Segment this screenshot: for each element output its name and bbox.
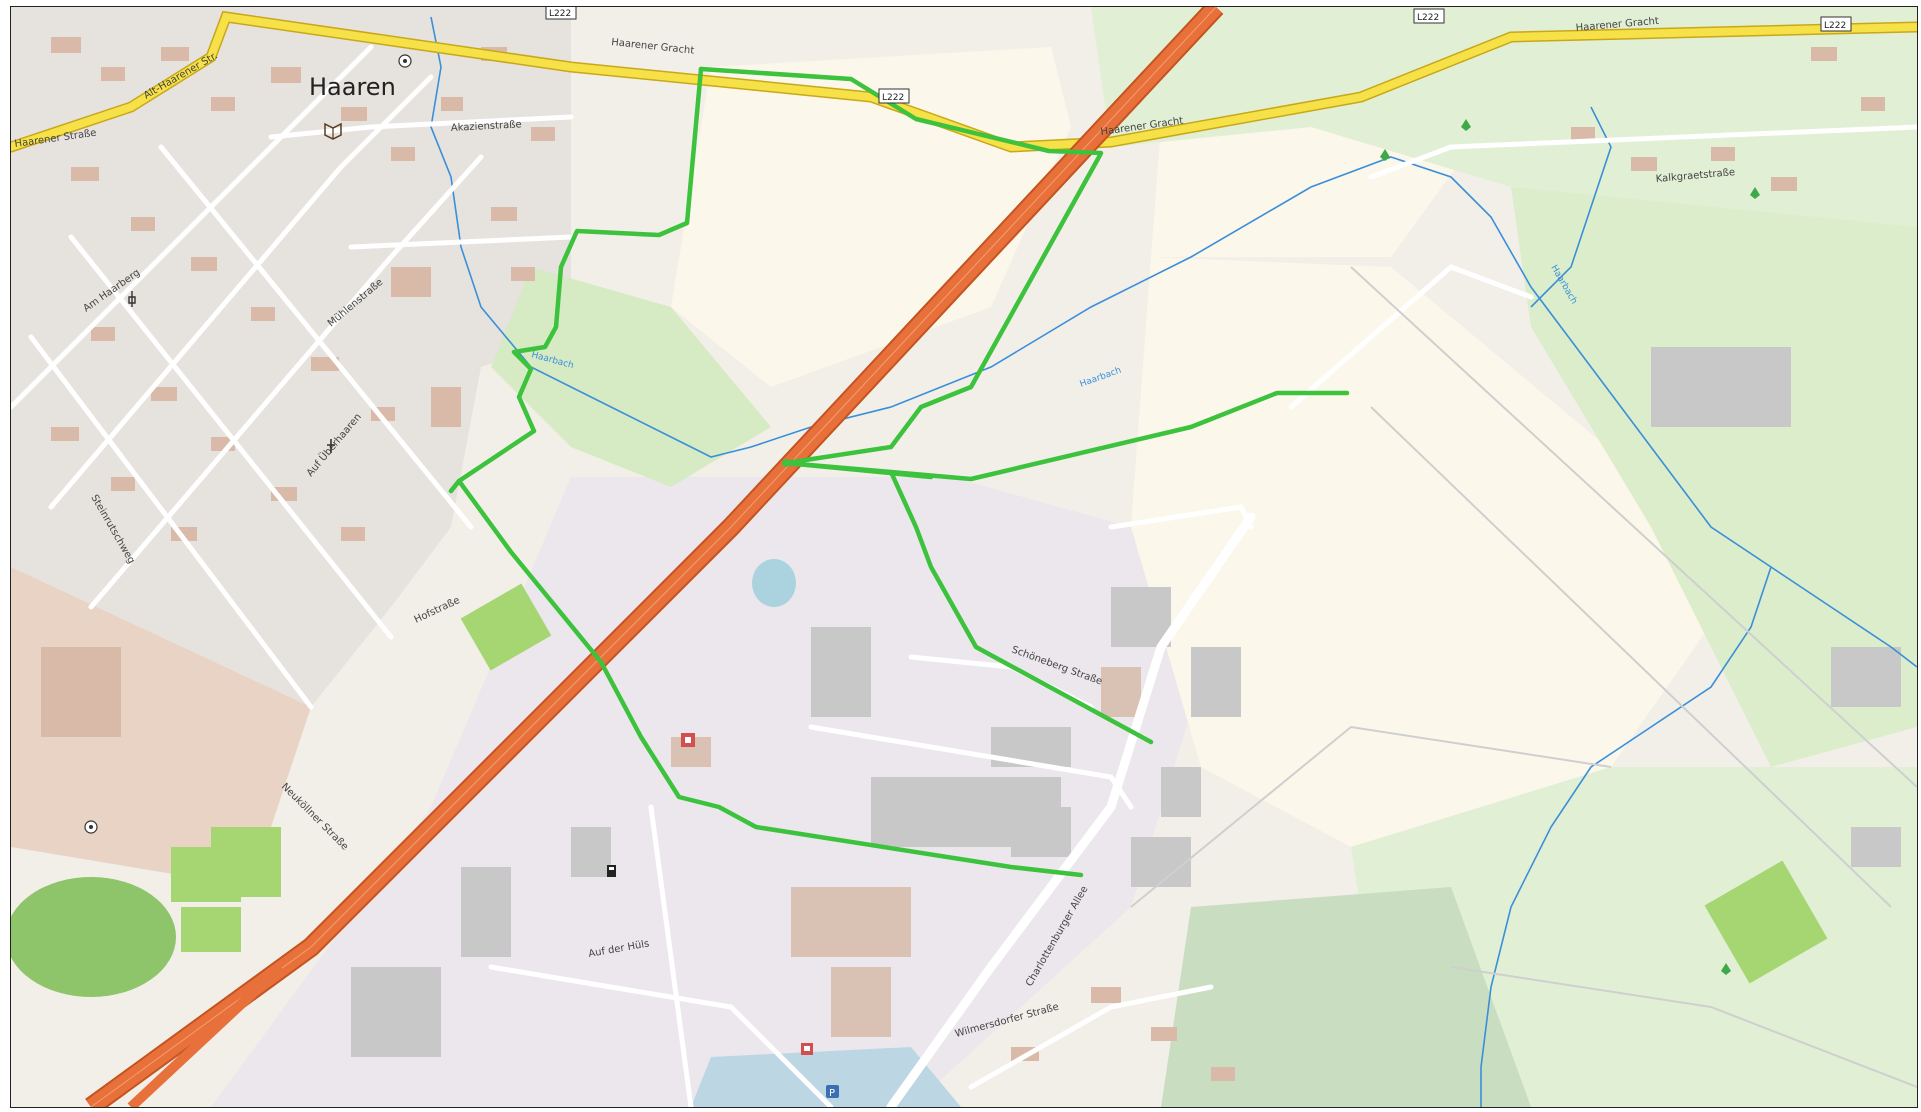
residential-buildings <box>41 37 1885 1081</box>
svg-text:L222: L222 <box>1417 13 1439 23</box>
residential-area-haaren <box>11 7 571 707</box>
map-canvas[interactable]: L222 L222 L222 L222 Haaren Haarener Grac… <box>10 6 1918 1108</box>
motorway-ramp <box>127 963 285 1107</box>
route-south-branch[interactable] <box>888 469 1154 745</box>
map-svg[interactable]: L222 L222 L222 L222 Haaren Haarener Grac… <box>11 7 1917 1107</box>
drinking-water-icon <box>1380 119 1760 975</box>
sports-pitches <box>11 583 1828 997</box>
library-icon <box>324 122 342 140</box>
industrial-buildings <box>351 347 1901 1057</box>
route-southwest-loop[interactable] <box>448 478 1084 878</box>
parking-icon: P <box>826 1085 839 1099</box>
fuel-icon <box>801 1043 813 1055</box>
place-of-worship-icon <box>128 291 136 307</box>
l222-shield-centre: L222 <box>878 88 910 104</box>
meadow-north <box>1091 7 1917 247</box>
fuel-icon <box>607 865 616 877</box>
route-north-connector[interactable] <box>448 66 704 494</box>
route-north-loop[interactable] <box>698 66 1104 480</box>
l222-road <box>11 12 1917 152</box>
meadow-east <box>1511 187 1917 767</box>
pitch-ball-icon <box>398 54 412 68</box>
l222-shield-north: L222 <box>1413 8 1445 24</box>
water-features <box>691 559 961 1107</box>
pitch-ball-icon <box>84 820 98 834</box>
l222-shield-east: L222 <box>1820 16 1852 32</box>
fuel-icon <box>681 733 695 747</box>
route-east-branch[interactable] <box>783 390 1350 482</box>
highlighted-routes[interactable] <box>448 66 1350 878</box>
haarbach-park <box>491 267 771 487</box>
forest-south <box>1161 887 1531 1107</box>
charlottenburger-allee-road <box>886 512 1256 1107</box>
route-junction-marker <box>782 459 790 467</box>
farm-tracks <box>1130 266 1917 1088</box>
farmland-east <box>1131 257 1751 847</box>
svg-text:L222: L222 <box>882 93 904 103</box>
svg-text:L222: L222 <box>1824 21 1846 31</box>
svg-text:L222: L222 <box>549 9 571 19</box>
commercial-buildings <box>671 667 1141 1037</box>
street-label-akazienstrasse: Akazienstraße <box>451 119 522 134</box>
motorway-median <box>90 7 1217 1107</box>
l222-shield-west: L222 <box>545 7 577 20</box>
stream-haarbach <box>430 16 1917 1107</box>
svg-text:P: P <box>829 1088 835 1099</box>
town-label: Haaren <box>309 73 396 101</box>
place-of-worship-icon <box>327 439 335 453</box>
